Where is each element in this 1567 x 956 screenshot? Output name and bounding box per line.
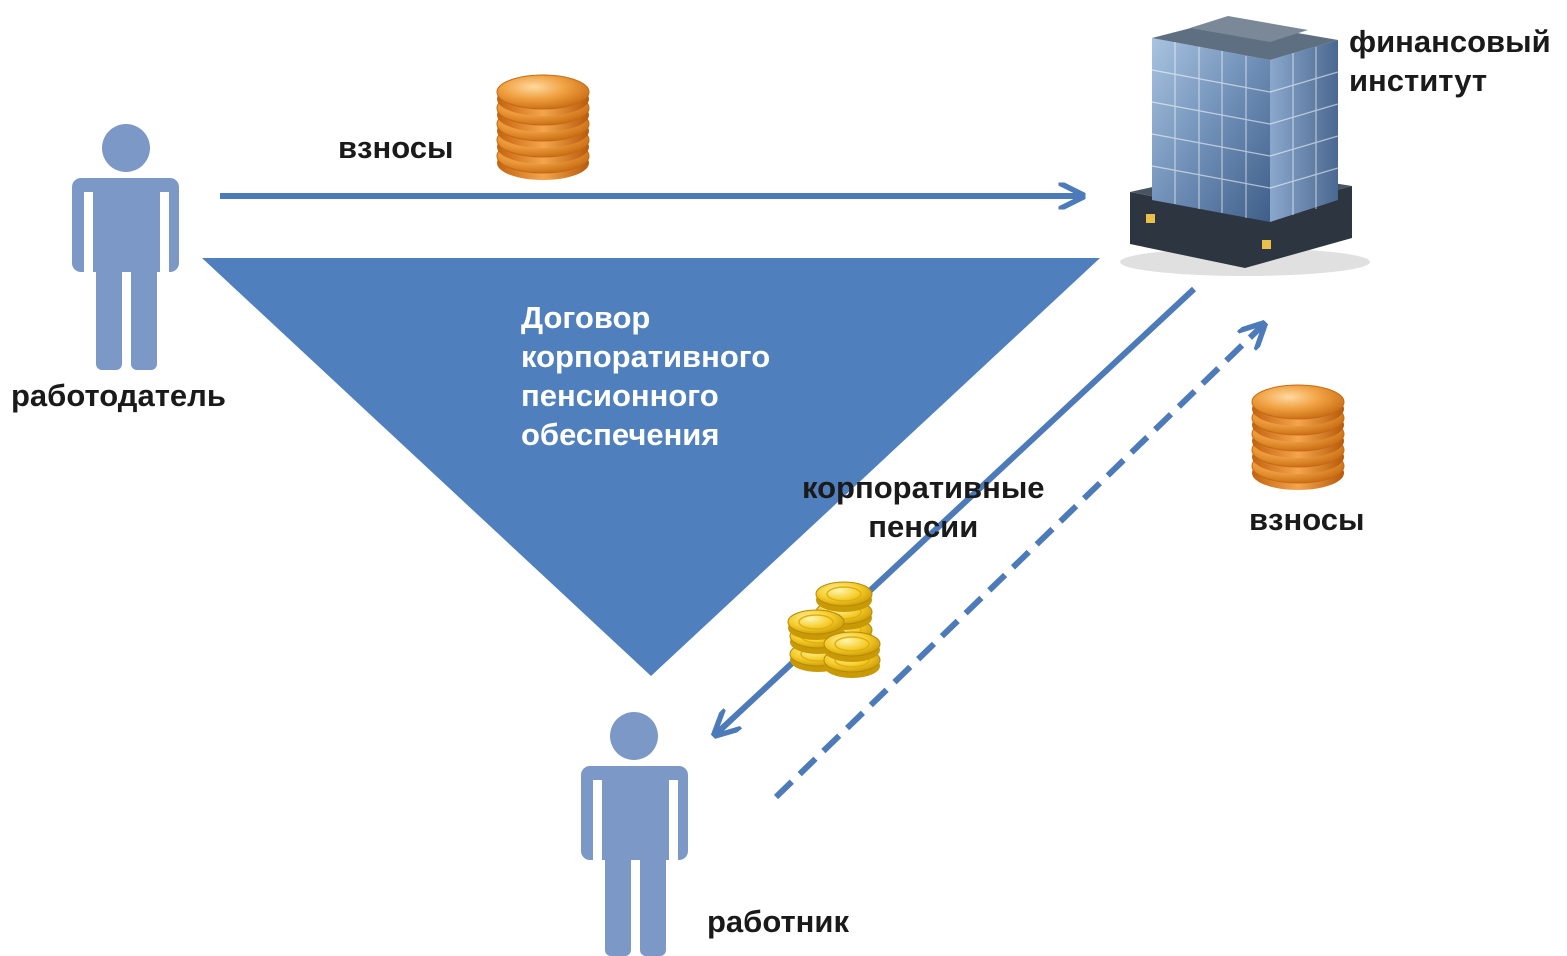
gold-coins-icon: [787, 581, 881, 679]
pensions-label-line: пенсии: [868, 509, 979, 545]
pensions-label: корпоративные пенсии: [802, 468, 1045, 546]
contract-label-line: Договор: [521, 300, 651, 335]
contract-label-line: корпоративного: [521, 339, 771, 375]
institution-label-line: институт: [1349, 63, 1488, 99]
contributions-arrow-employee: [773, 326, 1262, 800]
person-icon: [72, 124, 179, 370]
employee-label: работник: [707, 904, 849, 939]
employer-label: работодатель: [11, 378, 226, 413]
pensions-label-line: корпоративные: [802, 470, 1045, 505]
office-building-icon: [1120, 16, 1370, 276]
coin-stack-icon: [1251, 384, 1345, 491]
institution-label: финансовый институт: [1349, 22, 1551, 100]
contract-label: Договор корпоративного пенсионного обесп…: [521, 298, 770, 454]
institution-label-line: финансовый: [1349, 24, 1551, 59]
contract-label-line: пенсионного: [521, 378, 719, 414]
person-icon: [581, 712, 688, 956]
employer-contributions-label: взносы: [338, 130, 454, 165]
contract-triangle: [202, 258, 1100, 676]
contract-label-line: обеспечения: [521, 417, 720, 453]
employee-contributions-label: взносы: [1249, 502, 1365, 537]
coin-stack-icon: [496, 74, 590, 181]
